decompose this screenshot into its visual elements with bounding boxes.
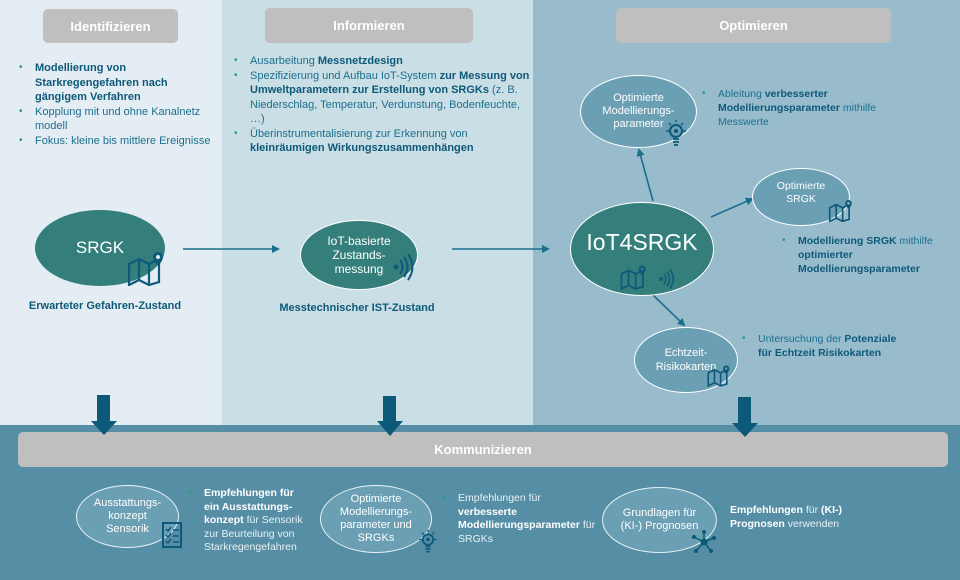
text: (z. B. Niederschlag, Temperatur, Verduns… — [250, 84, 521, 125]
text: Ableitung — [718, 88, 765, 100]
map-pin-icon — [620, 265, 646, 290]
node-ai-forecast-label: Grundlagen für(KI-) Prognosen — [620, 507, 699, 532]
text: Ausarbeitung — [250, 55, 318, 67]
checklist-icon — [162, 522, 182, 548]
inform-bullet-list: Ausarbeitung MessnetzdesignSpezifizierun… — [232, 54, 530, 156]
text: mithilfe — [896, 235, 933, 247]
node-ai-forecast: Grundlagen für(KI-) Prognosen — [602, 487, 717, 553]
block-arrow-inform — [377, 396, 403, 436]
map-pin-icon — [127, 252, 163, 286]
lightbulb-icon — [666, 120, 686, 146]
bullet-item: Überinstrumentalisierung zur Erkennung v… — [232, 127, 530, 156]
map-pin-icon — [828, 200, 852, 222]
network-icon — [692, 530, 716, 553]
ai-forecast-bullet-item: Empfehlungen für (KI-) Prognosen verwend… — [712, 503, 882, 531]
text: Untersuchung der — [758, 333, 845, 345]
params-srgks-bullet: Empfehlungen für verbesserte Modellierun… — [440, 492, 600, 546]
caption-identify: Erwarteter Gefahren-Zustand — [28, 300, 182, 312]
equipment-bullet-item: Empfehlungen für ein Ausstattungs-konzep… — [186, 487, 311, 555]
realtime-bullet-item: Untersuchung der Potenziale für Echtzeit… — [740, 332, 900, 360]
srgk-bullet-item: Modellierung SRGK mithilfe optimierter M… — [780, 234, 958, 276]
identify-bullet-list: Modellierung von Starkregengefahren nach… — [17, 61, 217, 148]
bullet-item: Kopplung mit und ohne Kanalnetz modell — [17, 105, 217, 134]
bold-text: Empfehlungen — [730, 504, 803, 516]
bold-text: zur Messung von Umweltparametern zur Ers… — [250, 69, 530, 97]
arrow-center-to-realtime — [652, 294, 686, 327]
node-realtime-label: Echtzeit-Risikokarten — [655, 347, 717, 373]
bold-text: Modellierung von Starkregengefahren nach… — [35, 62, 168, 103]
text: für Sensorik zur Beurteilung von Starkre… — [204, 514, 303, 553]
bold-text: verbesserter Modellierungsparameter — [718, 88, 840, 114]
node-srgk: SRGK — [35, 210, 165, 286]
params-bullet: Ableitung verbesserter Modellierungspara… — [700, 87, 880, 129]
lightbulb-icon — [419, 530, 437, 553]
text: Fokus: kleine bis mittlere Ereignisse — [35, 134, 211, 147]
block-arrow-optimize — [732, 397, 758, 437]
text: Kopplung mit und ohne Kanalnetz modell — [35, 105, 201, 133]
block-arrow-identify — [91, 395, 117, 435]
bold-text: Messnetzdesign — [317, 55, 403, 67]
bold-text: kleinräumigen Wirkungszusammenhängen — [250, 142, 474, 154]
ai-forecast-bullet: Empfehlungen für (KI-) Prognosen verwend… — [712, 503, 882, 531]
arrow-center-to-params — [636, 148, 654, 202]
text: für — [802, 504, 822, 516]
wireless-signal-icon — [393, 254, 414, 281]
equipment-bullet: Empfehlungen für ein Ausstattungs-konzep… — [186, 487, 311, 555]
text: mithilfe Messwerte — [718, 102, 877, 128]
text: Spezifizierung und Aufbau IoT-System — [250, 69, 440, 82]
bold-text: verbesserte Modellierungsparameter — [458, 505, 580, 532]
bullet-item: Fokus: kleine bis mittlere Ereignisse — [17, 134, 217, 149]
bold-text: Modellierung SRGK — [798, 235, 897, 247]
bold-text: (KI-) Prognosen — [730, 504, 843, 530]
realtime-bullet: Untersuchung der Potenziale für Echtzeit… — [740, 332, 900, 360]
phase-inform: Informieren — [265, 8, 473, 43]
params-bullet-item: Ableitung verbesserter Modellierungspara… — [700, 87, 880, 129]
bold-text: Potenziale für Echtzeit Risikokarten — [758, 333, 897, 359]
text: Empfehlungen für — [458, 492, 541, 504]
phase-communicate: Kommunizieren — [18, 432, 948, 467]
map-pin-icon — [707, 365, 730, 387]
bold-text: optimierter Modellierungsparameter — [798, 249, 920, 275]
arrow-center-to-srgk — [710, 197, 754, 218]
bullet-item: Ausarbeitung Messnetzdesign — [232, 54, 530, 69]
node-iot4srgk-label: IoT4SRGK — [586, 228, 698, 255]
text: verwenden — [784, 518, 840, 530]
bold-text: Empfehlungen für ein Ausstattungs-konzep… — [204, 487, 294, 526]
params-srgks-bullet-item: Empfehlungen für verbesserte Modellierun… — [440, 492, 600, 546]
caption-inform: Messtechnischer IST-Zustand — [279, 302, 435, 314]
phase-identify: Identifizieren — [43, 9, 178, 43]
wireless-signal-icon — [659, 269, 674, 289]
text: Überinstrumentalisierung zur Erkennung v… — [250, 127, 468, 140]
bullet-item: Spezifizierung und Aufbau IoT-System zur… — [232, 69, 530, 127]
text: für SRGKs — [458, 519, 596, 545]
bullet-item: Modellierung von Starkregengefahren nach… — [17, 61, 217, 105]
phase-optimize: Optimieren — [616, 8, 891, 43]
srgk-bullet: Modellierung SRGK mithilfe optimierter M… — [780, 234, 958, 276]
node-srgk-label: SRGK — [75, 238, 125, 257]
